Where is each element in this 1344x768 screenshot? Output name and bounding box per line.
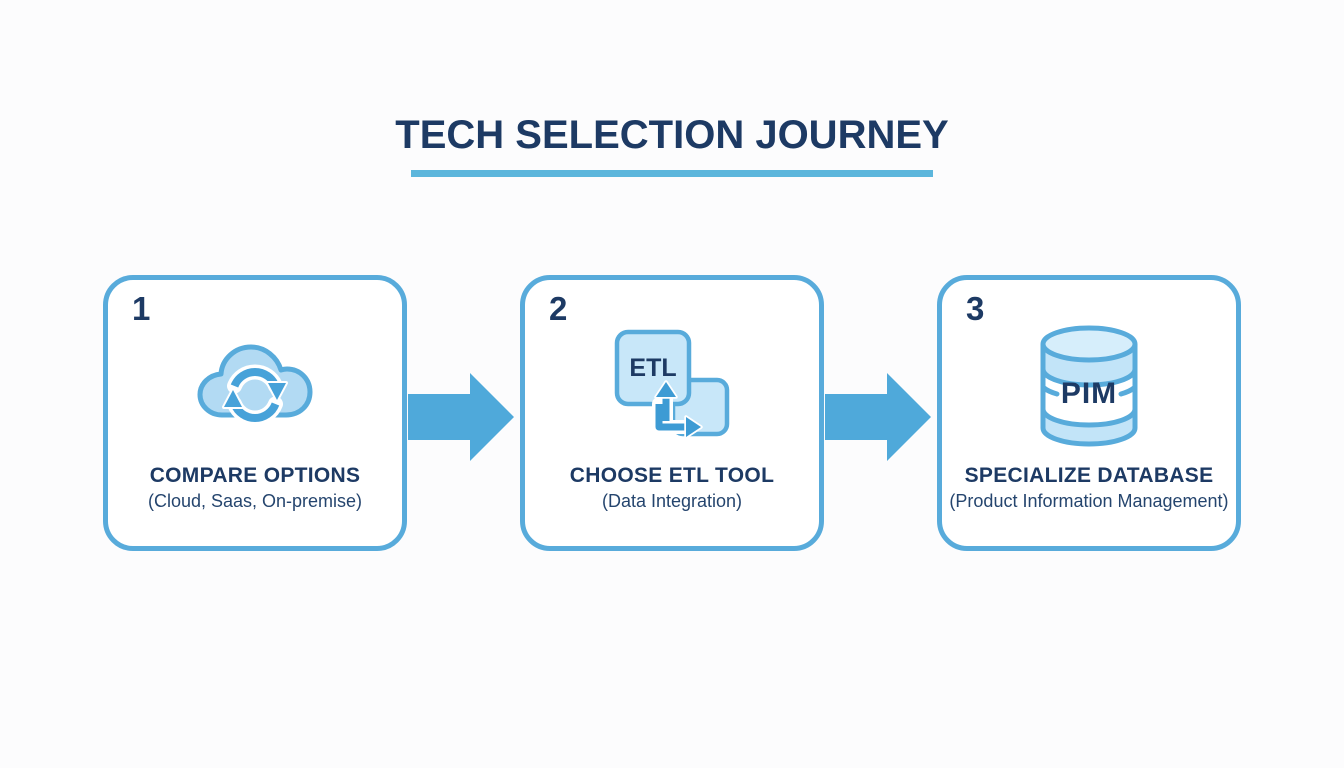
step-subheading: (Product Information Management) — [949, 491, 1229, 511]
title-underline — [411, 170, 933, 177]
etl-transfer-icon-svg: ETL — [614, 329, 730, 439]
step-card-3: 3 PIM SPECIALIZE DATABASE (Product Infor… — [937, 275, 1241, 551]
pim-database-icon: PIM — [942, 314, 1236, 458]
step-heading: COMPARE OPTIONS — [149, 464, 361, 487]
step-heading: CHOOSE ETL TOOL — [569, 464, 775, 487]
step-subheading: (Data Integration) — [601, 491, 743, 511]
etl-transfer-icon: ETL — [525, 314, 819, 458]
step-heading: SPECIALIZE DATABASE — [964, 464, 1214, 487]
page-title: TECH SELECTION JOURNEY — [395, 113, 949, 157]
cloud-sync-icon — [108, 314, 402, 458]
etl-icon-label: ETL — [629, 354, 676, 382]
step-number: 1 — [132, 290, 151, 327]
cloud-sync-icon-svg — [197, 344, 313, 426]
pim-icon-label: PIM — [1061, 377, 1117, 410]
flow-arrow-icon — [825, 373, 931, 461]
step-number: 2 — [549, 290, 568, 327]
step-card-1: 1 COMPARE OPTIONS (Cloud, Saas, On- — [103, 275, 407, 551]
step-subheading: (Cloud, Saas, On-premise) — [147, 491, 363, 511]
step-number: 3 — [966, 290, 985, 327]
flow-arrow-icon — [408, 373, 514, 461]
pim-database-icon-svg: PIM — [1040, 325, 1138, 447]
step-card-2: 2 ETL CHOOSE ETL TOOL (Data Integration) — [520, 275, 824, 551]
